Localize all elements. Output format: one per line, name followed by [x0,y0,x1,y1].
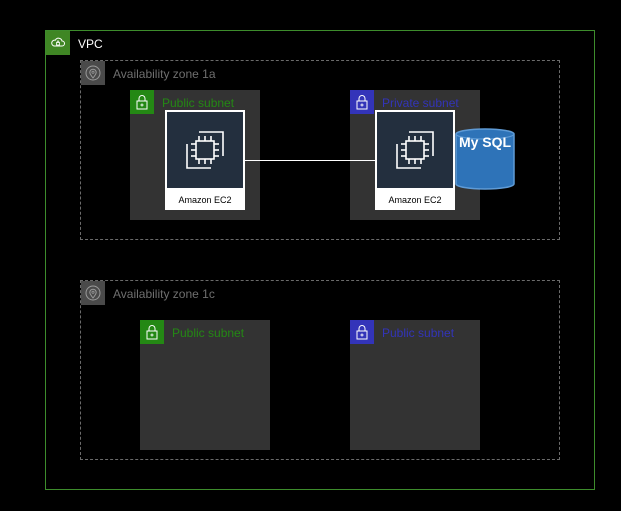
database-label: My SQL [458,134,512,150]
lock-icon [350,320,374,344]
map-pin-icon [81,61,105,85]
mysql-database[interactable]: My SQL [455,128,515,190]
vpc-container: VPC [45,30,595,490]
map-pin-icon [81,281,105,305]
ec2-instance[interactable]: Amazon EC2 [165,110,245,210]
ec2-label: Amazon EC2 [178,195,232,205]
subnet-label: Public subnet [172,326,245,340]
lock-icon [130,90,154,114]
availability-zone-1c: Availability zone 1c [80,280,560,460]
ec2-chip-icon [377,112,453,188]
database-cylinder-icon [455,128,515,190]
public-subnet: Public subnet [350,320,480,450]
availability-zone-1a: Availability zone 1a [80,60,560,240]
public-subnet: Public subnet [140,320,270,450]
lock-icon [140,320,164,344]
ec2-label: Amazon EC2 [388,195,442,205]
subnet-label: Public subnet [162,96,235,110]
ec2-chip-icon [167,112,243,188]
vpc-label: VPC [78,37,103,51]
connection-line [245,160,375,161]
cloud-lock-icon [46,31,70,55]
availability-zone-label: Availability zone 1c [113,287,215,301]
subnet-label: Public subnet [382,326,455,340]
availability-zone-label: Availability zone 1a [113,67,216,81]
lock-icon [350,90,374,114]
ec2-instance[interactable]: Amazon EC2 [375,110,455,210]
subnet-label: Private subnet [382,96,459,110]
